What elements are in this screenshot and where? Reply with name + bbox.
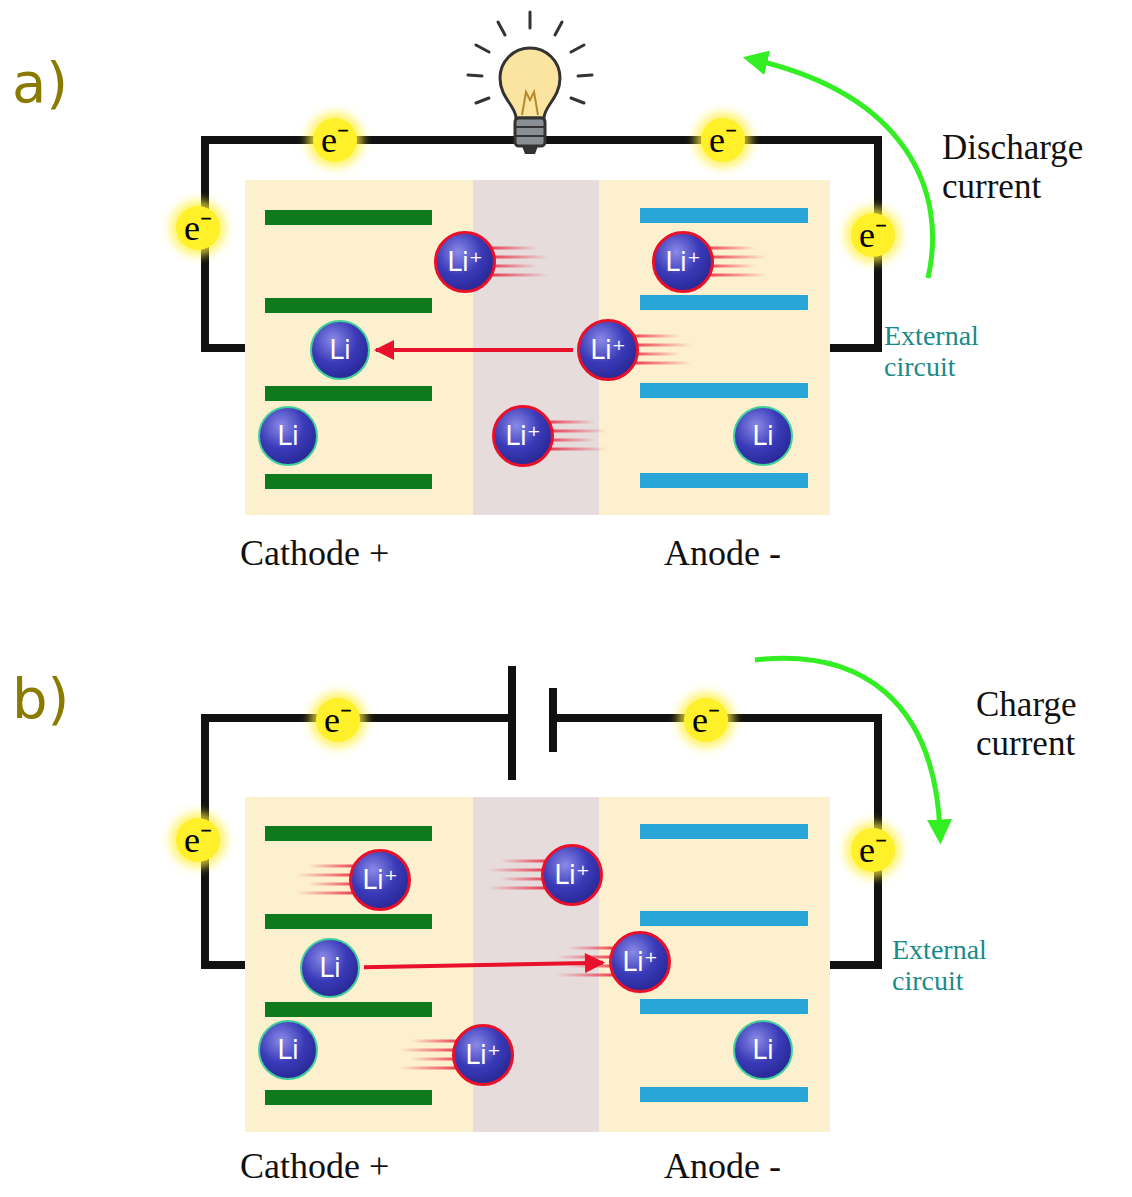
particle-text: Li — [329, 337, 351, 363]
particle-text: Li⁺ — [665, 249, 700, 275]
current-label: Discharge current — [942, 128, 1130, 206]
particle-text: e⁻ — [321, 122, 349, 158]
lithium-atom: Li — [310, 320, 370, 380]
lithium-ion: Li⁺ — [541, 844, 603, 906]
panel-letter: a) — [12, 52, 132, 115]
cathode-layers — [265, 210, 432, 489]
lithium-atom: Li — [733, 1020, 793, 1080]
electrode-label: Anode - — [664, 533, 864, 573]
particle-text: Li — [752, 1037, 774, 1063]
particle-text: e⁻ — [184, 210, 212, 246]
lithium-atom: Li — [733, 406, 793, 466]
circuit-label: External circuit — [892, 934, 1042, 997]
lithium-ion: Li⁺ — [609, 931, 671, 993]
charge-arrow — [755, 658, 940, 832]
particle-text: Li⁺ — [362, 867, 397, 893]
discharge-arrow — [755, 60, 933, 278]
lithium-atom: Li — [300, 938, 360, 998]
panel-b — [205, 658, 940, 1132]
electrode-label: Cathode + — [240, 1146, 460, 1186]
particle-text: e⁻ — [184, 822, 212, 858]
battery-symbol — [512, 666, 553, 780]
motion-streaks — [296, 247, 767, 1070]
particle-text: Li — [277, 1037, 299, 1063]
lithium-ion: Li⁺ — [652, 231, 714, 293]
electron-glow: e⁻ — [316, 698, 360, 742]
particle-text: Li⁺ — [554, 862, 589, 888]
electron-glow: e⁻ — [176, 818, 220, 862]
particle-text: Li — [319, 955, 341, 981]
electron-glow: e⁻ — [313, 118, 357, 162]
electron-glow: e⁻ — [851, 828, 895, 872]
particle-text: Li⁺ — [465, 1042, 500, 1068]
ion-flow-arrow — [364, 963, 603, 968]
light-bulb — [468, 12, 592, 154]
external-wire — [205, 140, 878, 348]
cell-body — [245, 797, 830, 1132]
lithium-ion: Li⁺ — [492, 405, 554, 467]
particle-text: Li — [277, 423, 299, 449]
lithium-ion: Li⁺ — [434, 231, 496, 293]
electron-glow: e⁻ — [684, 698, 728, 742]
panel-a — [205, 12, 933, 515]
ion-flow-arrow — [376, 348, 573, 352]
particle-text: Li⁺ — [590, 337, 625, 363]
circuit-label: External circuit — [884, 320, 1034, 383]
panel-letter: b) — [12, 668, 132, 731]
particle-text: e⁻ — [692, 702, 720, 738]
anode-layers — [640, 208, 808, 488]
lithium-ion: Li⁺ — [349, 849, 411, 911]
current-label: Charge current — [976, 685, 1128, 763]
particle-text: e⁻ — [709, 122, 737, 158]
particle-text: Li — [752, 423, 774, 449]
cell-body — [245, 180, 830, 515]
lithium-ion: Li⁺ — [452, 1024, 514, 1086]
lithium-ion: Li⁺ — [577, 319, 639, 381]
particle-text: e⁻ — [859, 832, 887, 868]
electrode-label: Cathode + — [240, 533, 460, 573]
particle-text: Li⁺ — [622, 949, 657, 975]
particle-text: Li⁺ — [447, 249, 482, 275]
particle-text: Li⁺ — [505, 423, 540, 449]
particle-text: e⁻ — [324, 702, 352, 738]
lithium-atom: Li — [258, 1020, 318, 1080]
electron-glow: e⁻ — [851, 213, 895, 257]
electrode-label: Anode - — [664, 1146, 864, 1186]
lithium-atom: Li — [258, 406, 318, 466]
electron-glow: e⁻ — [701, 118, 745, 162]
electron-glow: e⁻ — [176, 206, 220, 250]
particle-text: e⁻ — [859, 217, 887, 253]
external-wire — [205, 718, 878, 965]
